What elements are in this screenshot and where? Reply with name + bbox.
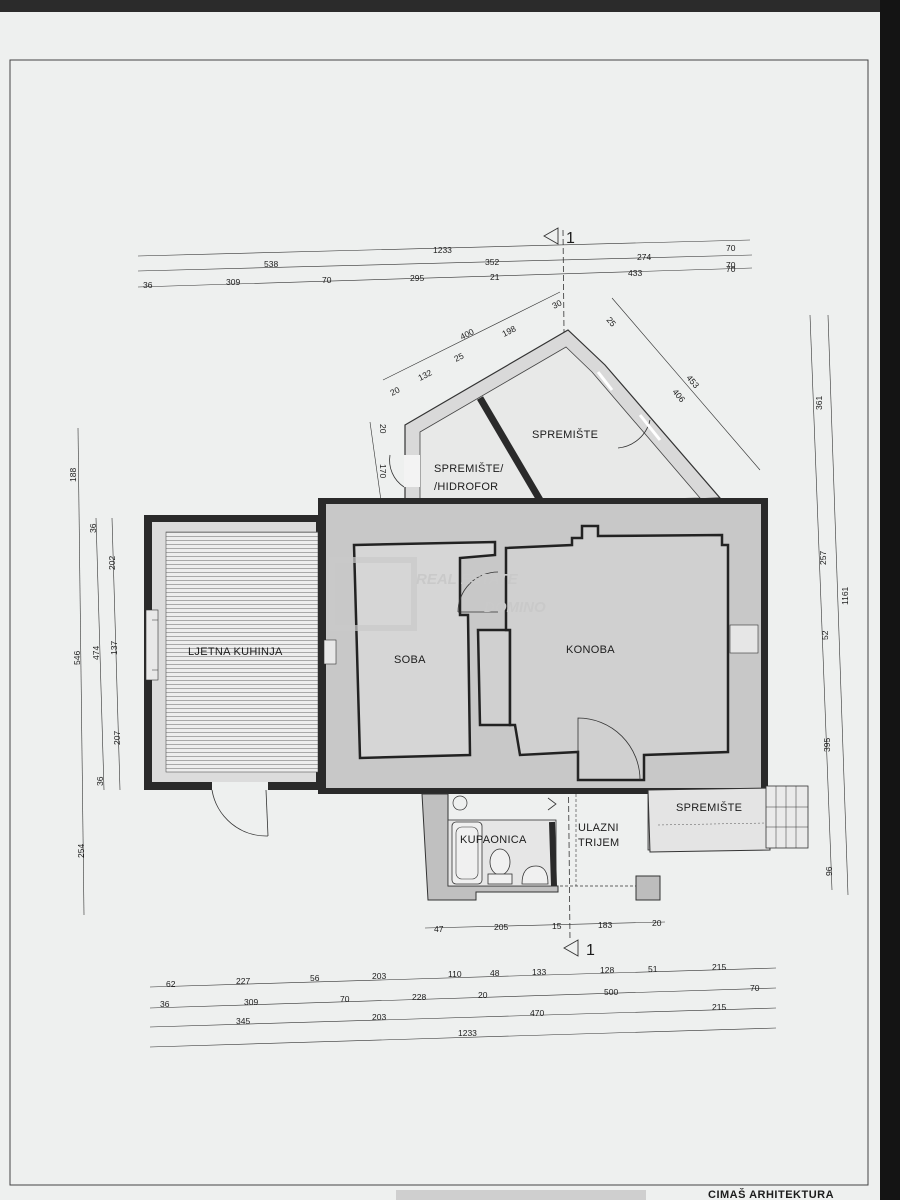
dimension-label: 15 [552, 921, 562, 931]
dimension-label: 202 [107, 556, 117, 570]
dimension-label: 25 [452, 350, 465, 363]
dimension-label: 207 [112, 731, 122, 745]
dimension-label: 361 [814, 396, 824, 410]
dimension-label: 36 [160, 999, 170, 1009]
dimension-label: 274 [637, 252, 651, 262]
room-label-spremiste-hidrofor-2: /HIDROFOR [434, 481, 498, 493]
room-label-kupaonica: KUPAONICA [460, 834, 527, 846]
dimension-label: 546 [72, 651, 82, 665]
paper-right-edge [880, 0, 900, 1200]
main-block [318, 498, 768, 794]
room-label-spremiste-top: SPREMIŠTE [532, 428, 598, 441]
dimension-label: 70 [322, 275, 332, 285]
dimension-label: 183 [598, 920, 612, 930]
room-label-ljetna-kuhinja: LJETNA KUHINJA [188, 646, 283, 658]
footer-strip [396, 1190, 646, 1200]
dimension-label: 47 [434, 924, 444, 934]
dimension-label: 1233 [433, 245, 452, 255]
dimension-labels: 1233 70 538 352 274 70 36 309 70 295 21 … [68, 243, 850, 1038]
dimension-label: 110 [448, 969, 462, 979]
dimension-label: 20 [378, 424, 388, 434]
room-label-ulazni: ULAZNI [578, 822, 619, 834]
dimension-label: 20 [652, 918, 662, 928]
dimension-label: 36 [88, 523, 98, 533]
dimension-label: 170 [378, 464, 388, 478]
room-label-trijem: TRIJEM [578, 837, 620, 849]
dimension-label: 254 [76, 844, 86, 858]
dimension-label: 52 [820, 630, 830, 640]
dimension-label: 70 [750, 983, 760, 993]
dimension-label: 433 [628, 268, 642, 278]
dimension-label: 395 [822, 738, 832, 752]
dimension-label: 96 [824, 866, 834, 876]
watermark-logo [329, 557, 417, 631]
room-label-soba: SOBA [394, 654, 426, 666]
watermark-line-1: REAL ESTATE [416, 571, 519, 588]
dimension-label: 470 [530, 1008, 544, 1018]
dimension-label: 70 [726, 264, 736, 274]
dimension-label: 203 [372, 971, 386, 981]
dimension-label: 228 [412, 992, 426, 1002]
dimension-label: 500 [604, 987, 618, 997]
dimension-label: 70 [726, 243, 736, 253]
dimension-label: 133 [532, 967, 546, 977]
dimension-label: 309 [244, 997, 258, 1007]
section-label-top: 1 [566, 230, 575, 247]
dimension-label: 62 [166, 979, 176, 989]
dimension-label: 188 [68, 468, 78, 482]
dimension-label: 538 [264, 259, 278, 269]
dimension-label: 48 [490, 968, 500, 978]
dimension-label: 227 [236, 976, 250, 986]
dimension-label: 20 [478, 990, 488, 1000]
dimension-label: 257 [818, 551, 828, 565]
room-label-spremiste-hidrofor-1: SPREMIŠTE/ [434, 462, 504, 475]
dimension-label: 20 [388, 384, 401, 397]
dimension-label: 51 [648, 964, 658, 974]
lower-wing [421, 785, 809, 901]
dimension-label: 295 [410, 273, 424, 283]
room-label-spremiste-right: SPREMIŠTE [676, 801, 742, 814]
dimension-lines [77, 239, 849, 1048]
dimension-label: 215 [712, 962, 726, 972]
dimension-label: 128 [600, 965, 614, 975]
dimension-label: 474 [91, 646, 101, 660]
watermark-line-2: DOMINO [484, 599, 546, 616]
footer-brand: CIMAŠ ARHITEKTURA [708, 1188, 834, 1200]
dimension-label: 21 [490, 272, 500, 282]
section-arrow-top [543, 227, 559, 245]
dimension-label: 205 [494, 922, 508, 932]
dimension-label: 345 [236, 1016, 250, 1026]
dimension-label: 70 [340, 994, 350, 1004]
room-label-konoba: KONOBA [566, 644, 615, 656]
dimension-label: 1233 [458, 1028, 477, 1038]
dimension-label: 203 [372, 1012, 386, 1022]
summer-kitchen [144, 515, 324, 837]
drawing-frame [9, 59, 869, 1186]
dimension-label: 309 [226, 277, 240, 287]
section-label-bottom: 1 [586, 942, 595, 959]
section-arrow-bottom [563, 939, 579, 957]
dimension-label: 1161 [840, 586, 850, 605]
dimension-label: 36 [95, 776, 105, 786]
dimension-label: 137 [109, 641, 119, 655]
paper-top-shadow [0, 0, 880, 12]
dimension-label: 30 [550, 297, 563, 310]
dimension-label: 215 [712, 1002, 726, 1012]
dimension-label: 70 [726, 260, 736, 270]
dimension-label: 56 [310, 973, 320, 983]
dimension-label: 36 [143, 280, 153, 290]
dimension-label: 352 [485, 257, 499, 267]
